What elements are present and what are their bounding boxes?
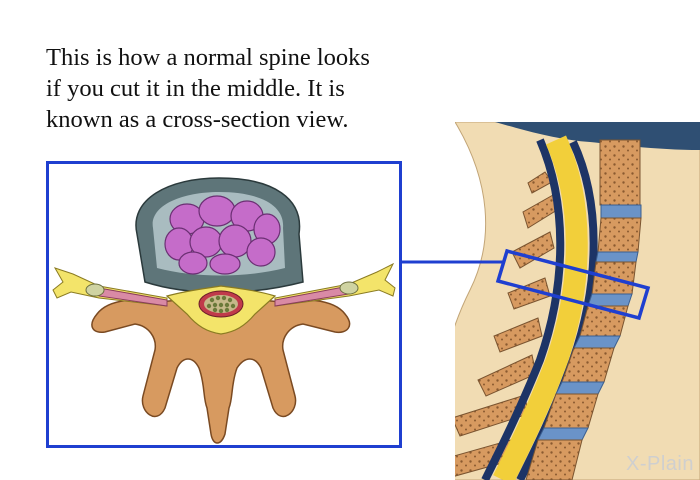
caption-line-1: This is how a normal spine looks [46, 44, 370, 71]
cross-section-inset [46, 161, 402, 448]
caption-text: This is how a normal spine looks if you … [46, 42, 446, 135]
spinal-cord [493, 135, 588, 480]
brand-logo: X-Plain [626, 453, 694, 476]
skull-base [495, 122, 700, 150]
brand-text: X-Plain [626, 453, 694, 475]
nerve-root-right [274, 262, 396, 307]
vertebral-column [525, 139, 642, 480]
section-highlight [495, 248, 651, 321]
caption-line-2: if you cut it in the middle. It is [46, 75, 345, 102]
cross-section-illustration [52, 177, 396, 444]
nerve-root-left [52, 267, 168, 307]
caption-line-3: known as a cross-section view. [46, 106, 349, 133]
disc-nucleus [164, 195, 281, 275]
posterior-line [481, 138, 565, 480]
